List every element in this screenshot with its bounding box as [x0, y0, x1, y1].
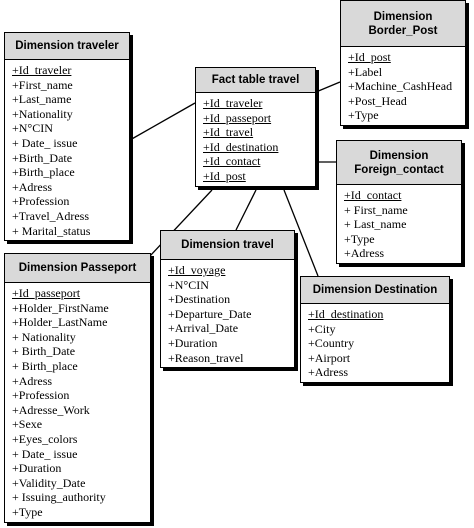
attribute: + Date_ issue — [12, 135, 78, 150]
attribute: +Eyes_colors — [12, 431, 78, 446]
attribute-list: +Id_destination+City+Country+Airport+Adr… — [301, 304, 449, 382]
attribute: +Departure_Date — [168, 306, 252, 321]
attribute: +First_name — [12, 77, 73, 92]
key-attribute: +Id_voyage — [168, 263, 226, 277]
attribute: +Airport — [308, 350, 351, 365]
attribute: +Adress — [12, 373, 53, 388]
attribute-list: +Id_passeport+Holder_FirstName+Holder_La… — [5, 283, 150, 522]
attribute: +Profession — [12, 194, 70, 209]
attribute: +Type — [348, 108, 379, 123]
entity-title-line: Dimension Destination — [312, 284, 438, 296]
key-attribute: +Id_contact — [344, 188, 402, 202]
entity-title: Dimension Passeport — [5, 254, 150, 283]
attribute: +Type — [344, 231, 375, 246]
attribute: + Issuing_authority — [12, 490, 106, 505]
attribute: +Adress — [344, 246, 385, 261]
entity-title: Dimension travel — [161, 231, 294, 260]
key-attribute: +Id_traveler — [203, 96, 263, 110]
link-fact-traveler — [129, 102, 196, 141]
attribute-list: +Id_traveler+First_name+Last_name+Nation… — [5, 60, 129, 240]
entity-title: Dimension traveler — [5, 33, 129, 60]
attribute: +N°CIN — [12, 121, 53, 136]
attribute: +Birth_place — [12, 165, 75, 180]
attribute: +Post_Head — [348, 93, 407, 108]
attribute: + Date_ issue — [12, 446, 78, 461]
entity-destination: Dimension Destination +Id_destination+Ci… — [300, 276, 450, 383]
link-fact-destination — [283, 189, 319, 277]
entity-title: Dimension Destination — [301, 277, 449, 304]
key-attribute: +Id_travel — [203, 125, 254, 140]
attribute: +Type — [12, 504, 43, 519]
key-attribute: +Id_post — [348, 50, 391, 64]
attribute: +Travel_Adress — [12, 208, 89, 223]
attribute-list: +Id_post+Label+Machine_CashHead+Post_Hea… — [341, 47, 465, 125]
entity-title: Fact table travel — [196, 68, 315, 93]
attribute: +Adresse_Work — [12, 402, 90, 417]
attribute: +Reason_travel — [168, 350, 244, 365]
entity-title-line: Border_Post — [368, 24, 438, 37]
entity-passeport: Dimension Passeport +Id_passeport+Holder… — [4, 253, 151, 523]
key-attribute: +Id_passeport — [12, 286, 81, 300]
entity-title-line: Dimension — [369, 149, 429, 162]
attribute-list: +Id_traveler+Id_passeport+Id_travel+Id_d… — [196, 93, 315, 186]
attribute: +Machine_CashHead — [348, 79, 453, 94]
key-attribute: +Id_contact — [203, 154, 261, 169]
attribute: + Last_name — [344, 217, 407, 232]
attribute: + Birth_place — [12, 358, 78, 373]
key-attribute: +Id_traveler — [12, 63, 72, 77]
attribute: +Duration — [12, 461, 62, 476]
entity-title-line: Foreign_contact — [354, 163, 444, 176]
attribute-list: +Id_contact+ First_name+ Last_name+Type+… — [337, 185, 461, 263]
entity-travel: Dimension travel +Id_voyage+N°CIN+Destin… — [160, 230, 295, 369]
attribute: +Adress — [308, 365, 349, 380]
attribute: +Validity_Date — [12, 475, 86, 490]
attribute: +Sexe — [12, 417, 43, 432]
attribute: + Nationality — [12, 329, 76, 344]
attribute: +Arrival_Date — [168, 321, 239, 336]
attribute: +Label — [348, 64, 383, 79]
attribute: + Marital_status — [12, 223, 91, 238]
key-attribute: +Id_destination — [308, 307, 384, 321]
attribute-list: +Id_voyage+N°CIN+Destination+Departure_D… — [161, 260, 294, 367]
attribute: +City — [308, 321, 336, 336]
entity-title-line: Dimension travel — [181, 239, 274, 251]
attribute: +Last_name — [12, 92, 72, 107]
key-attribute: +Id_destination — [203, 139, 279, 154]
attribute: +N°CIN — [168, 277, 209, 292]
entity-title-line: Dimension traveler — [15, 40, 119, 52]
entity-traveler: Dimension traveler +Id_traveler+First_na… — [4, 32, 130, 242]
attribute: +Country — [308, 336, 355, 351]
attribute: +Duration — [168, 335, 218, 350]
attribute: +Adress — [12, 179, 53, 194]
entity-title-line: Dimension — [373, 10, 433, 23]
entity-fact-table: Fact table travel +Id_traveler+Id_passep… — [195, 67, 316, 187]
attribute: +Holder_FirstName — [12, 300, 109, 315]
entity-title-line: Dimension Passeport — [18, 262, 137, 274]
key-attribute: +Id_post — [203, 168, 246, 183]
attribute: +Birth_Date — [12, 150, 73, 165]
key-attribute: +Id_passeport — [203, 110, 272, 125]
attribute: +Profession — [12, 388, 70, 403]
attribute: + Birth_Date — [12, 344, 76, 359]
entity-title-line: Fact table travel — [211, 74, 300, 86]
attribute: +Nationality — [12, 106, 73, 121]
link-fact-border — [315, 81, 341, 93]
link-fact-travel — [235, 189, 257, 231]
attribute: + First_name — [344, 202, 408, 217]
attribute: +Destination — [168, 292, 231, 307]
attribute: +Holder_LastName — [12, 315, 108, 330]
